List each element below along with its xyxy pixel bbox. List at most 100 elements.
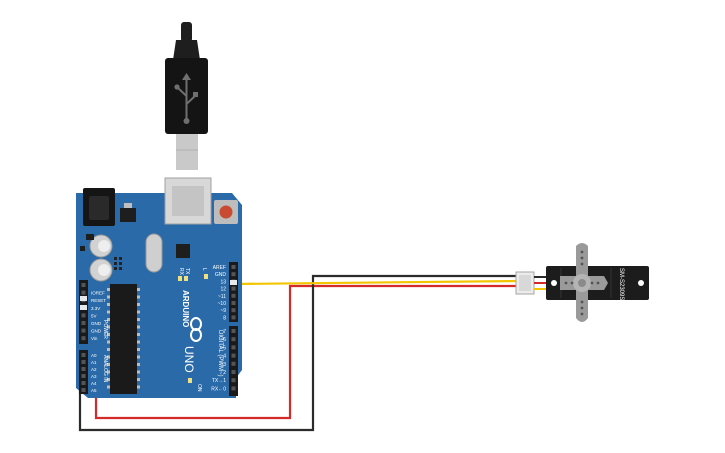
header-hole[interactable] — [231, 386, 236, 391]
led-on — [188, 378, 192, 383]
digital-header-upper[interactable] — [229, 262, 238, 322]
atmega-microcontroller — [110, 284, 137, 394]
power-pin-label: 5V — [91, 313, 97, 318]
led-rx — [184, 276, 188, 281]
digital-pin-label: 12 — [220, 287, 226, 293]
header-hole[interactable] — [81, 283, 86, 287]
digital-pin-label: ~5 — [220, 345, 226, 351]
tx-led-label: TX — [184, 268, 190, 275]
power-pin-label: GND — [91, 321, 102, 326]
header-hole[interactable] — [81, 381, 86, 385]
digital-pin-label: ~11 — [218, 294, 226, 300]
header-hole[interactable] — [81, 353, 86, 357]
header-hole[interactable] — [81, 336, 86, 341]
digital-header-lower[interactable] — [229, 326, 238, 396]
header-hole[interactable] — [231, 293, 236, 298]
digital-pin-label: TX→1 — [212, 378, 226, 384]
power-pin-label: IOREF — [91, 291, 105, 296]
digital-pin-label: ~6 — [220, 337, 226, 343]
power-pin-label: GND — [91, 329, 102, 334]
header-hole[interactable] — [231, 378, 236, 383]
chip-pin — [137, 318, 140, 321]
power-header[interactable] — [79, 280, 88, 344]
header-hole[interactable] — [81, 367, 86, 371]
led-l — [204, 274, 208, 279]
digital-pin-label: 4 — [223, 354, 226, 360]
header-hole[interactable] — [81, 388, 86, 392]
header-hole[interactable] — [231, 308, 236, 313]
header-hole[interactable] — [231, 361, 236, 366]
chip-pin — [137, 370, 140, 374]
header-hole[interactable] — [231, 329, 236, 333]
analog-header[interactable] — [79, 350, 88, 394]
on-led-label: ON — [196, 384, 202, 392]
chip-pin — [137, 288, 140, 291]
header-hole[interactable] — [231, 315, 236, 320]
digital-pin-label: ~9 — [220, 308, 226, 314]
digital-section-label: DIGITAL (PWM~) — [217, 330, 223, 377]
digital-pin-label: GND — [215, 272, 227, 278]
header-hole[interactable] — [231, 337, 236, 342]
header-hole[interactable] — [231, 301, 236, 305]
header-hole[interactable] — [231, 370, 236, 374]
analog-pin-label: A4 — [91, 381, 97, 386]
digital-pin-label: AREF — [213, 265, 226, 271]
chip-pin — [107, 378, 110, 381]
chip-pin — [137, 348, 140, 351]
header-hole[interactable] — [81, 321, 86, 325]
digital-pin-label: 8 — [223, 315, 226, 321]
header-hole[interactable] — [81, 360, 86, 364]
header-hole[interactable] — [81, 313, 86, 318]
usb-cable-cord — [181, 22, 192, 42]
chip-pin — [137, 325, 140, 329]
header-hole[interactable] — [81, 374, 86, 378]
usb-cable[interactable] — [165, 22, 208, 170]
crystal-oscillator — [145, 233, 163, 273]
rx-led-label: RX — [178, 268, 184, 276]
header-hole[interactable] — [81, 328, 86, 333]
chip-pins — [107, 288, 140, 389]
chip-pin — [107, 303, 110, 306]
header-hole[interactable] — [231, 272, 236, 277]
power-section-label: POWER — [102, 320, 108, 339]
chip-pin — [107, 348, 110, 351]
usb-logo-icon — [174, 73, 198, 124]
usb-connector-metal — [176, 134, 198, 170]
chip-pin — [137, 340, 140, 344]
chip-pin — [137, 385, 140, 389]
chip-pin — [137, 333, 140, 336]
chip-pin — [137, 378, 140, 381]
signal-wire[interactable] — [233, 279, 519, 286]
chip-pin — [107, 310, 110, 314]
chip-pin — [107, 355, 110, 359]
digital-pin-label: 13 — [220, 279, 226, 285]
arduino-infinity-logo-icon — [190, 317, 202, 342]
analog-pin-label: A5 — [91, 388, 97, 393]
usb-controller-chip — [176, 244, 190, 258]
chip-pin — [137, 295, 140, 299]
chip-pin — [107, 333, 110, 336]
pin-5v-terminal — [80, 305, 87, 310]
analog-section-label: ANALOG IN — [102, 355, 108, 383]
power-pin-label: RESET — [91, 298, 106, 303]
power-pin-label: 3.3V — [91, 306, 100, 311]
header-hole[interactable] — [231, 265, 236, 269]
servo-model-label: SM-S2309S — [618, 268, 624, 300]
chip-pin — [107, 318, 110, 321]
header-hole[interactable] — [81, 290, 86, 295]
reset-button-cap[interactable] — [219, 205, 233, 219]
header-hole[interactable] — [231, 286, 236, 291]
chip-pin — [107, 288, 110, 291]
header-hole[interactable] — [231, 353, 236, 358]
digital-pin-label: 7 — [223, 329, 226, 335]
header-hole[interactable] — [231, 345, 236, 350]
chip-pin — [107, 370, 110, 374]
pin-gnd-terminal — [80, 296, 87, 301]
micro-servo[interactable]: SM-S2309S — [515, 243, 649, 322]
digital-pin-label: 2 — [223, 370, 226, 376]
analog-pin-label: A0 — [91, 353, 97, 358]
